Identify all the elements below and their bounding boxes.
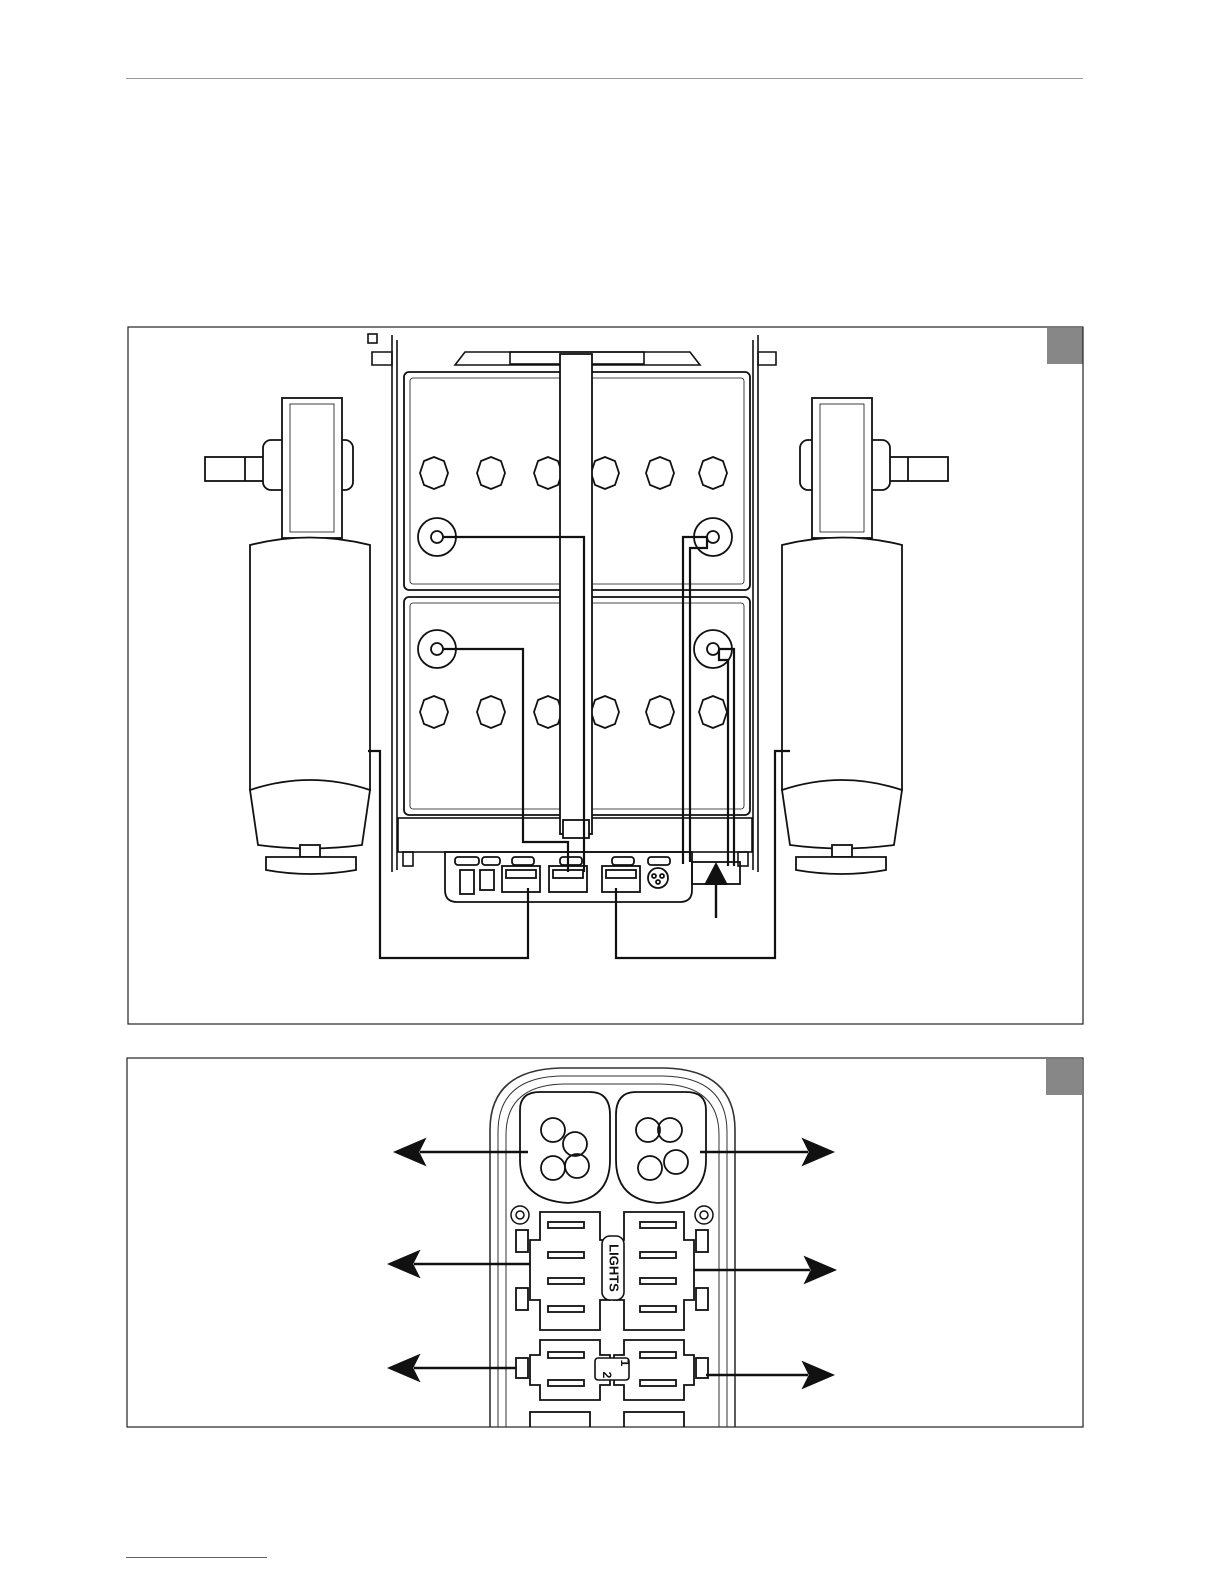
arrow-left-icon xyxy=(390,1356,516,1380)
arrow-right-icon xyxy=(706,1363,832,1387)
lights-label-box: LIGHTS xyxy=(602,1236,624,1300)
lights-label: LIGHTS xyxy=(607,1244,622,1292)
arrow-left-icon xyxy=(390,1252,530,1276)
screw-icon xyxy=(511,1206,713,1224)
fuse-number-box: 2 1 xyxy=(595,1358,632,1380)
fuse-block-left xyxy=(516,1212,610,1330)
arrow-right-icon xyxy=(694,1258,834,1282)
arrow-right-icon xyxy=(700,1140,832,1164)
fuse-label-1: 1 xyxy=(618,1360,632,1367)
fuse-label-2: 2 xyxy=(600,1372,614,1379)
socket-right xyxy=(616,1092,706,1203)
footer-rule xyxy=(126,1557,267,1558)
fuse-block-right xyxy=(614,1212,708,1330)
socket-left xyxy=(520,1092,610,1203)
arrow-left-icon xyxy=(396,1140,528,1164)
